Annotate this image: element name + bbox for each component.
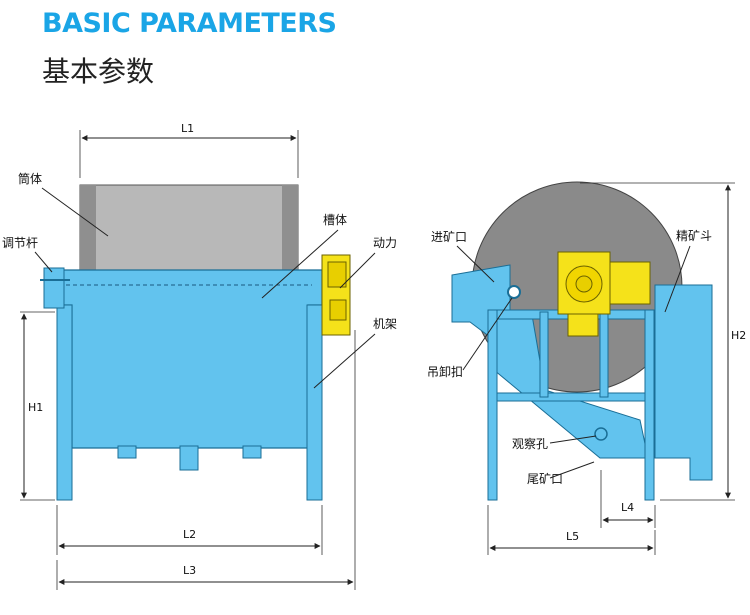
dim-l1: L1 (181, 122, 194, 135)
label-concentrate-hopper: 精矿斗 (676, 229, 712, 243)
page-title-cn: 基本参数 (42, 55, 155, 88)
dim-h2: H2 (731, 329, 746, 342)
label-drum: 筒体 (18, 171, 42, 186)
label-feed-inlet: 进矿口 (431, 230, 467, 244)
dim-l3: L3 (183, 564, 196, 577)
side-leg-right (644, 309, 655, 501)
side-concentrate-hopper (654, 284, 713, 481)
front-view: L1 L2 L3 H1 筒体 调节杆 槽体 动力 机架 (2, 122, 397, 590)
dim-l4: L4 (621, 501, 634, 514)
label-frame: 机架 (373, 317, 397, 331)
front-motor (321, 254, 351, 336)
label-tailings-outlet: 尾矿口 (527, 472, 563, 486)
label-inspection-hole: 观察孔 (512, 437, 548, 451)
label-hoist-buckle: 吊卸扣 (427, 364, 463, 379)
dim-h1: H1 (28, 401, 43, 414)
side-motor (557, 251, 651, 337)
front-drum (79, 184, 299, 276)
dim-l5: L5 (566, 530, 579, 543)
page-title-en: BASIC PARAMETERS (42, 8, 337, 39)
dim-l2: L2 (183, 528, 196, 541)
side-tank (487, 314, 649, 459)
label-power: 动力 (373, 236, 397, 250)
front-leg-left (56, 304, 73, 501)
front-leg-right (306, 304, 323, 501)
side-leg-left (487, 309, 498, 501)
side-view: H2 L4 L5 进矿口 吊卸扣 观察孔 尾矿口 精矿斗 (427, 181, 746, 555)
front-tank (56, 269, 323, 449)
label-adjust-rod: 调节杆 (2, 236, 38, 250)
label-tank: 槽体 (323, 213, 347, 227)
